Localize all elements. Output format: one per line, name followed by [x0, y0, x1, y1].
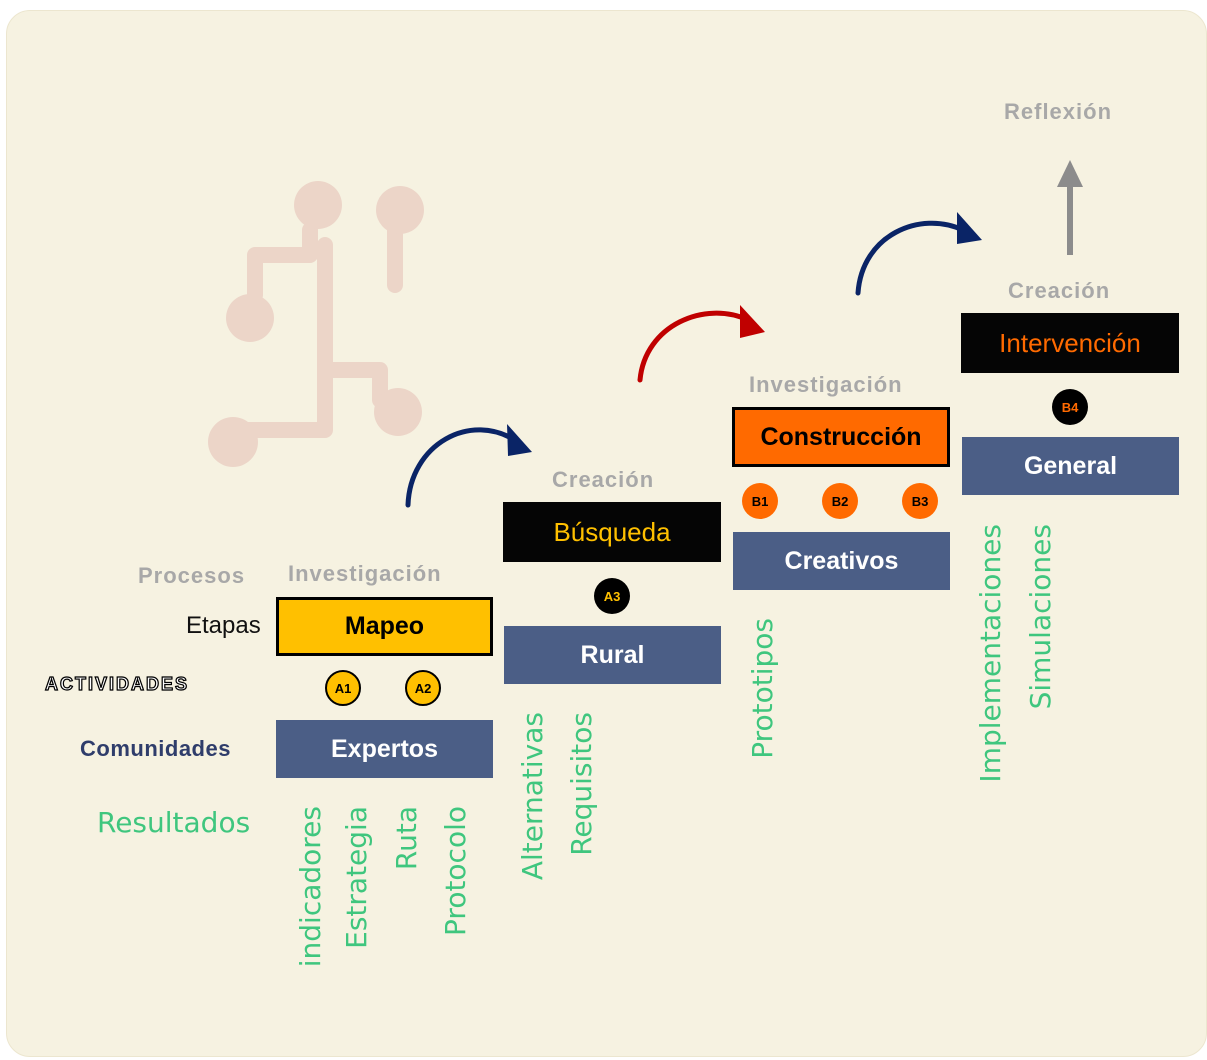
- resultados-label: Resultados: [97, 806, 251, 839]
- comunidades-label: Comunidades: [80, 736, 231, 761]
- pre-columbian-figure-icon: [227, 222, 403, 438]
- stage-1-resultado-3: Ruta: [390, 806, 423, 871]
- stage-3-comunidad: Creativos: [733, 532, 950, 590]
- stage-1-resultado-4: Protocolo: [439, 806, 472, 936]
- curved-arrow-icon-3: [855, 212, 982, 296]
- stage-3-proceso: Investigación: [749, 372, 903, 397]
- stage-3-resultado-1: Prototipos: [746, 618, 779, 759]
- up-arrow-icon: [1057, 160, 1083, 255]
- stage-2-proceso: Creación: [552, 467, 655, 492]
- stage-2-resultado-2: Requisitos: [565, 712, 598, 856]
- stage-3-activity-2: B2: [822, 483, 858, 519]
- stage-2-activity-1: A3: [594, 578, 630, 614]
- stage-2-resultado-1: Alternativas: [516, 712, 549, 881]
- stage-1-activity-1: A1: [325, 670, 361, 706]
- curved-arrow-icon-1: [405, 424, 532, 508]
- stage-1-comunidad: Expertos: [276, 720, 493, 778]
- stage-1-resultado-2: Estrategia: [340, 806, 373, 949]
- stage-1-activity-2: A2: [405, 670, 441, 706]
- stage-1-resultado-1: indicadores: [294, 806, 327, 968]
- stage-3-activity-3: B3: [902, 483, 938, 519]
- stage-4-proceso: Creación: [1008, 278, 1111, 303]
- stage-4-comunidad: General: [962, 437, 1179, 495]
- stage-1-proceso: Investigación: [288, 561, 442, 586]
- stage-3-etapa: Construcción: [732, 407, 950, 467]
- stage-4-resultado-1: Implementaciones: [974, 524, 1007, 783]
- etapas-label: Etapas: [186, 612, 261, 639]
- reflexion-label: Reflexión: [1004, 99, 1113, 124]
- stage-3-activity-1: B1: [742, 483, 778, 519]
- stage-4-etapa: Intervención: [961, 313, 1179, 373]
- pre-columbian-figure-dots: [208, 181, 424, 467]
- actividades-label: ACTIVIDADES: [44, 673, 190, 694]
- stage-4-resultado-2: Simulaciones: [1024, 524, 1057, 710]
- stage-1-etapa: Mapeo: [276, 597, 493, 656]
- stage-2-comunidad: Rural: [504, 626, 721, 684]
- stage-4-activity-1: B4: [1052, 389, 1088, 425]
- curved-arrow-icon-2: [637, 305, 765, 383]
- procesos-label: Procesos: [138, 563, 246, 588]
- stage-2-etapa: Búsqueda: [503, 502, 721, 562]
